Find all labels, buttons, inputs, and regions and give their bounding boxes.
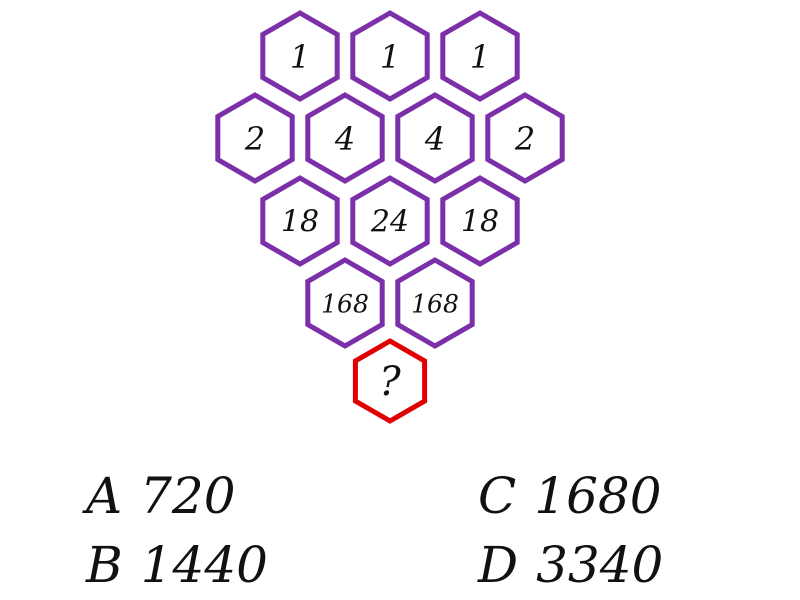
- answer-option-d[interactable]: D 3340: [478, 535, 663, 595]
- answer-letter: C: [478, 467, 517, 525]
- hexagon-number: 18: [281, 205, 319, 240]
- number-hexagon: 1: [440, 10, 520, 102]
- question-mark-label: ?: [379, 359, 401, 405]
- number-hexagon: 1: [350, 10, 430, 102]
- number-hexagon: 168: [395, 257, 475, 349]
- hexagon-outline: [260, 10, 340, 102]
- number-hexagon: 1: [260, 10, 340, 102]
- number-hexagon: 18: [440, 175, 520, 267]
- answer-value: 720: [140, 467, 236, 525]
- hexagon-number: 2: [514, 120, 535, 158]
- hexagon-outline: [352, 338, 428, 424]
- number-hexagon: 2: [215, 92, 295, 184]
- hexagon-outline: [305, 257, 385, 349]
- answer-option-c[interactable]: C 1680: [478, 466, 662, 526]
- answer-value: 1680: [534, 467, 662, 525]
- hexagon-number: 1: [290, 38, 310, 76]
- hexagon-outline: [260, 175, 340, 267]
- number-hexagon: 18: [260, 175, 340, 267]
- hexagon-number: 2: [244, 120, 265, 158]
- hexagon-number: 168: [411, 290, 459, 319]
- hexagon-number: 24: [370, 205, 409, 240]
- hexagon-outline: [440, 10, 520, 102]
- hexagon-outline: [440, 175, 520, 267]
- hexagon-outline: [215, 92, 295, 184]
- hexagon-number: 1: [470, 38, 490, 76]
- number-hexagon: 4: [395, 92, 475, 184]
- hexagon-outline: [350, 10, 430, 102]
- hexagon-number: 1: [380, 38, 400, 76]
- hexagon-number: 168: [321, 290, 369, 319]
- answer-option-a[interactable]: A 720: [86, 466, 236, 526]
- answer-value: 3340: [536, 536, 664, 594]
- number-hexagon: 24: [350, 175, 430, 267]
- hexagon-outline: [305, 92, 385, 184]
- hexagon-outline: [350, 175, 430, 267]
- answer-option-b[interactable]: B 1440: [86, 535, 268, 595]
- hexagon-number: 18: [461, 205, 499, 240]
- hexagon-number: 4: [334, 120, 355, 158]
- answer-letter: A: [86, 467, 123, 525]
- number-hexagon: 168: [305, 257, 385, 349]
- number-hexagon: 2: [485, 92, 565, 184]
- hexagon-outline: [485, 92, 565, 184]
- answer-value: 1440: [140, 536, 268, 594]
- answer-letter: B: [86, 536, 123, 594]
- answer-letter: D: [478, 536, 519, 594]
- hexagon-number: 4: [424, 120, 445, 158]
- hexagon-outline: [395, 92, 475, 184]
- hexagon-outline: [395, 257, 475, 349]
- unknown-hexagon: ?: [352, 338, 428, 424]
- number-hexagon: 4: [305, 92, 385, 184]
